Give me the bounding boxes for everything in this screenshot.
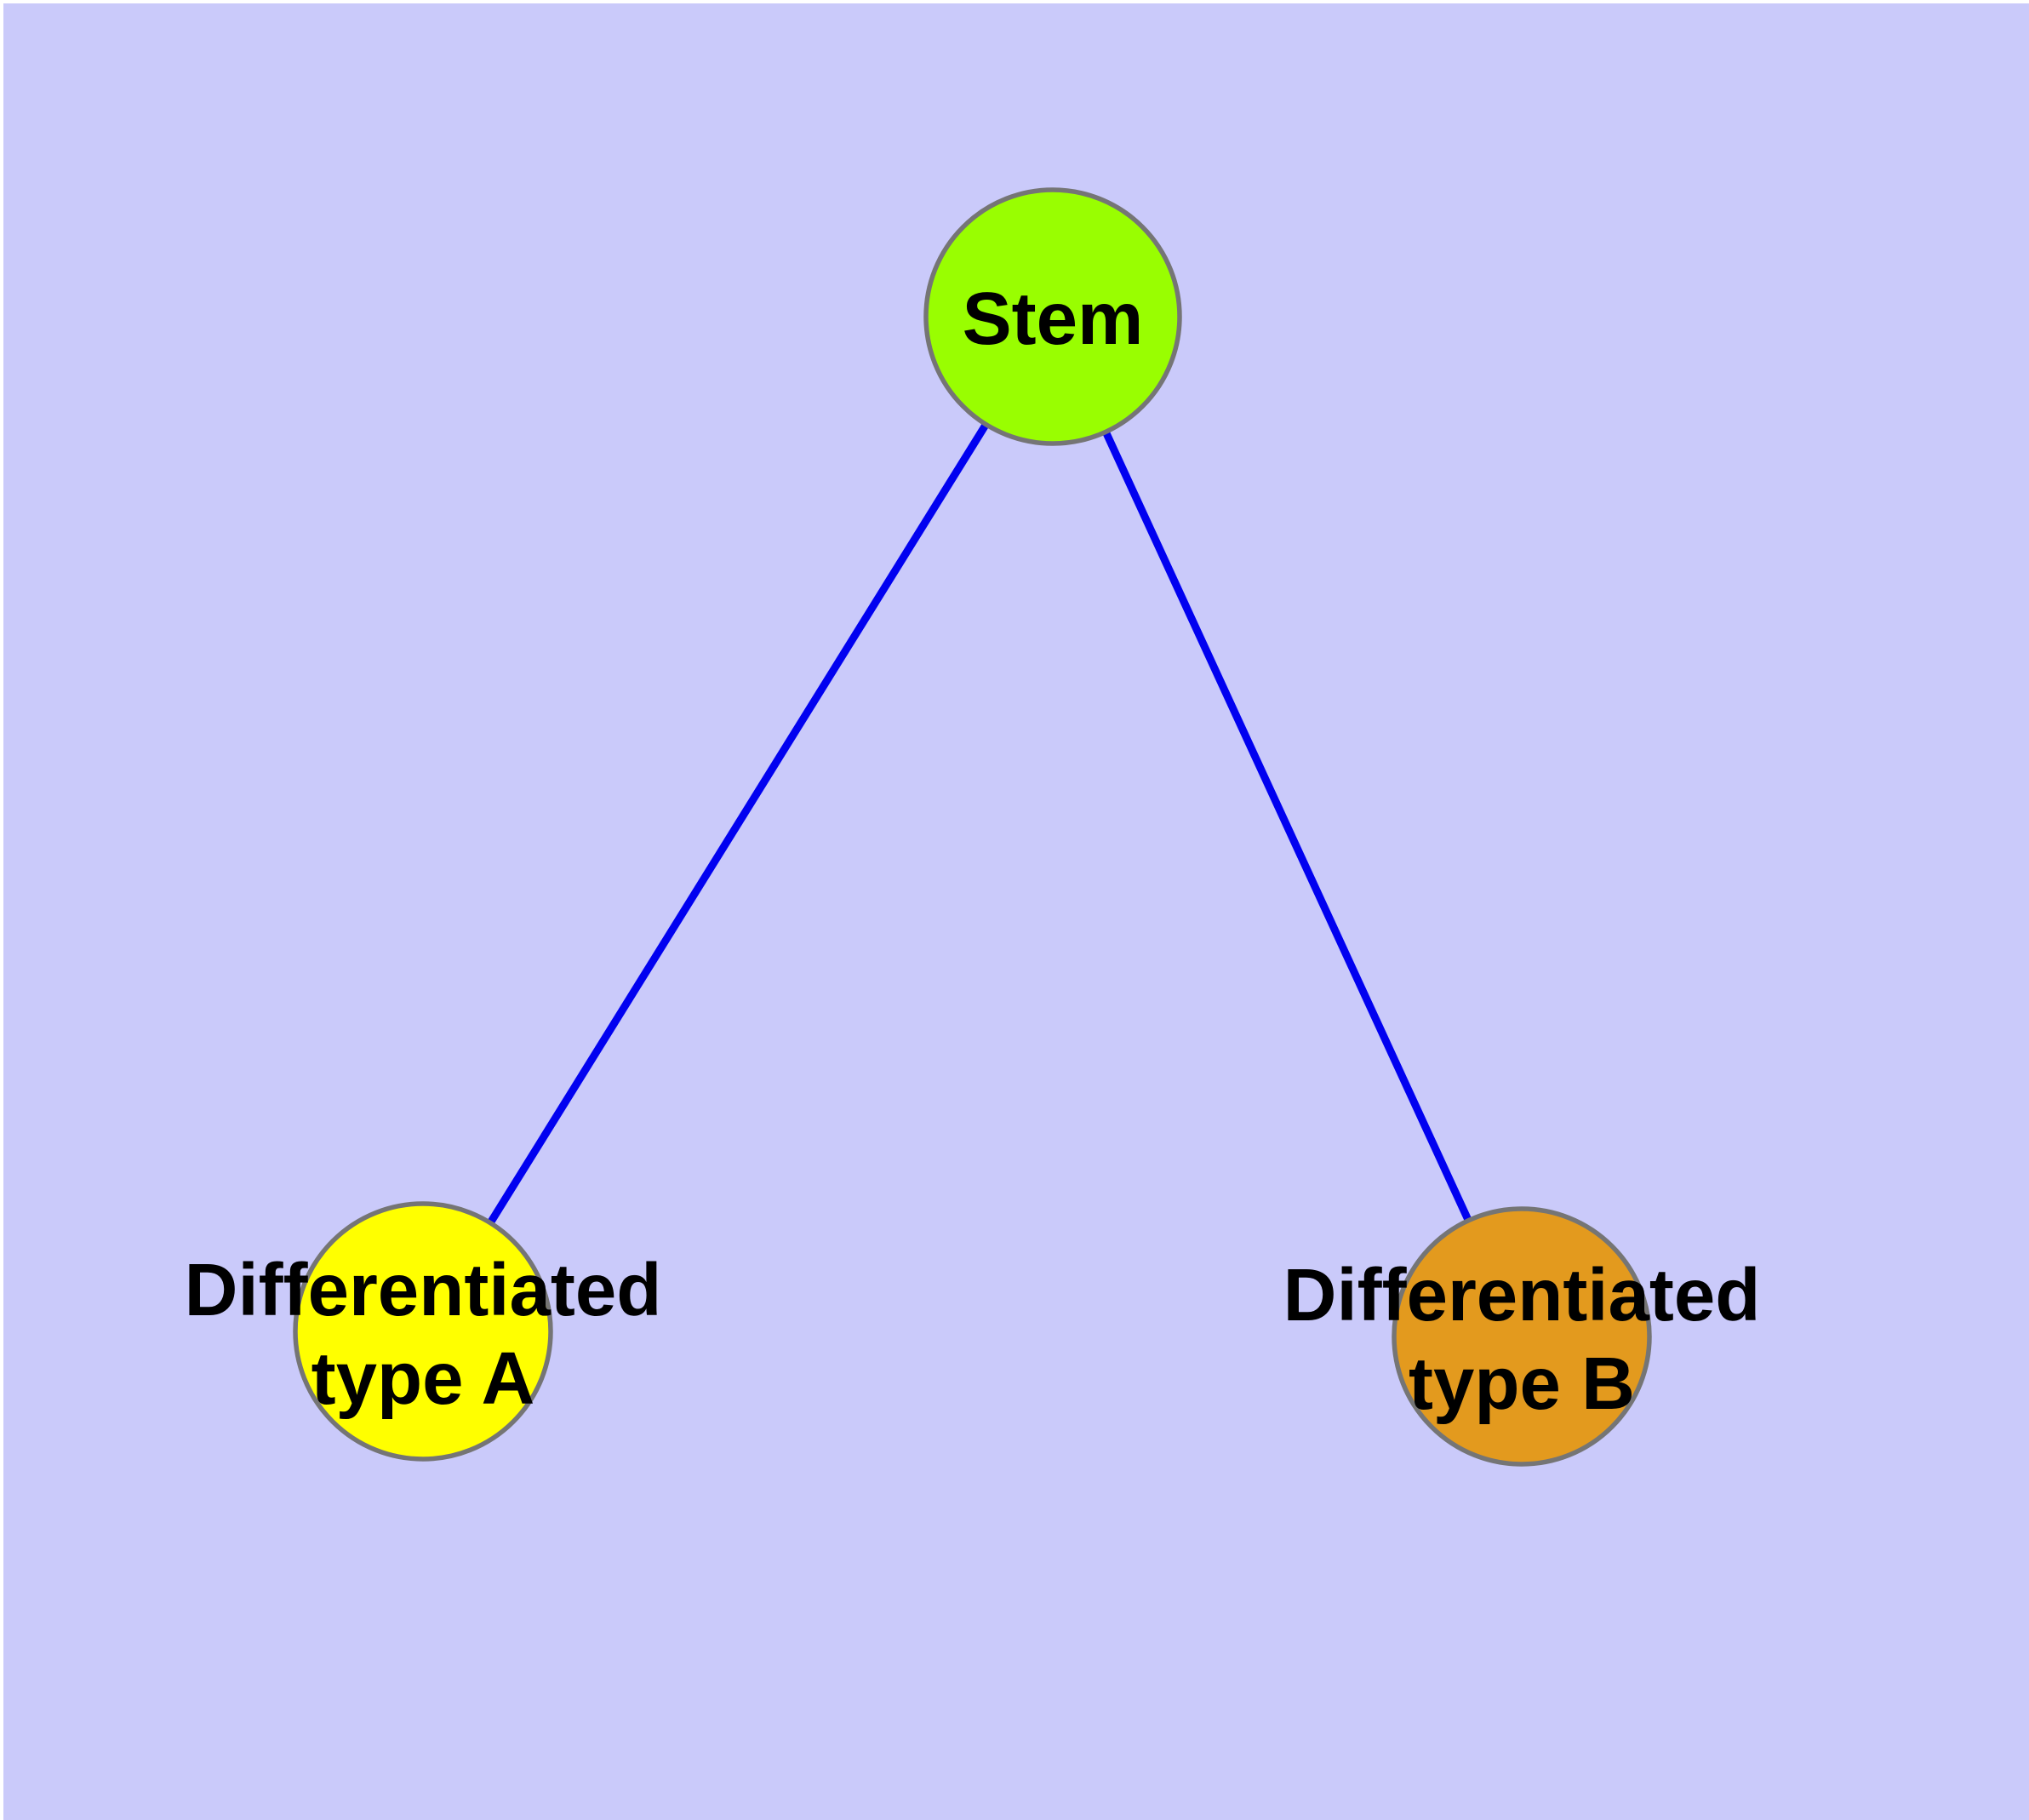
node-type-a-circle xyxy=(293,1201,553,1462)
node-type-b-circle xyxy=(1392,1206,1652,1467)
node-stem-circle xyxy=(923,187,1182,446)
edge-stem-to-type-a xyxy=(420,314,1056,1334)
edge-stem-to-type-b xyxy=(1049,315,1526,1338)
